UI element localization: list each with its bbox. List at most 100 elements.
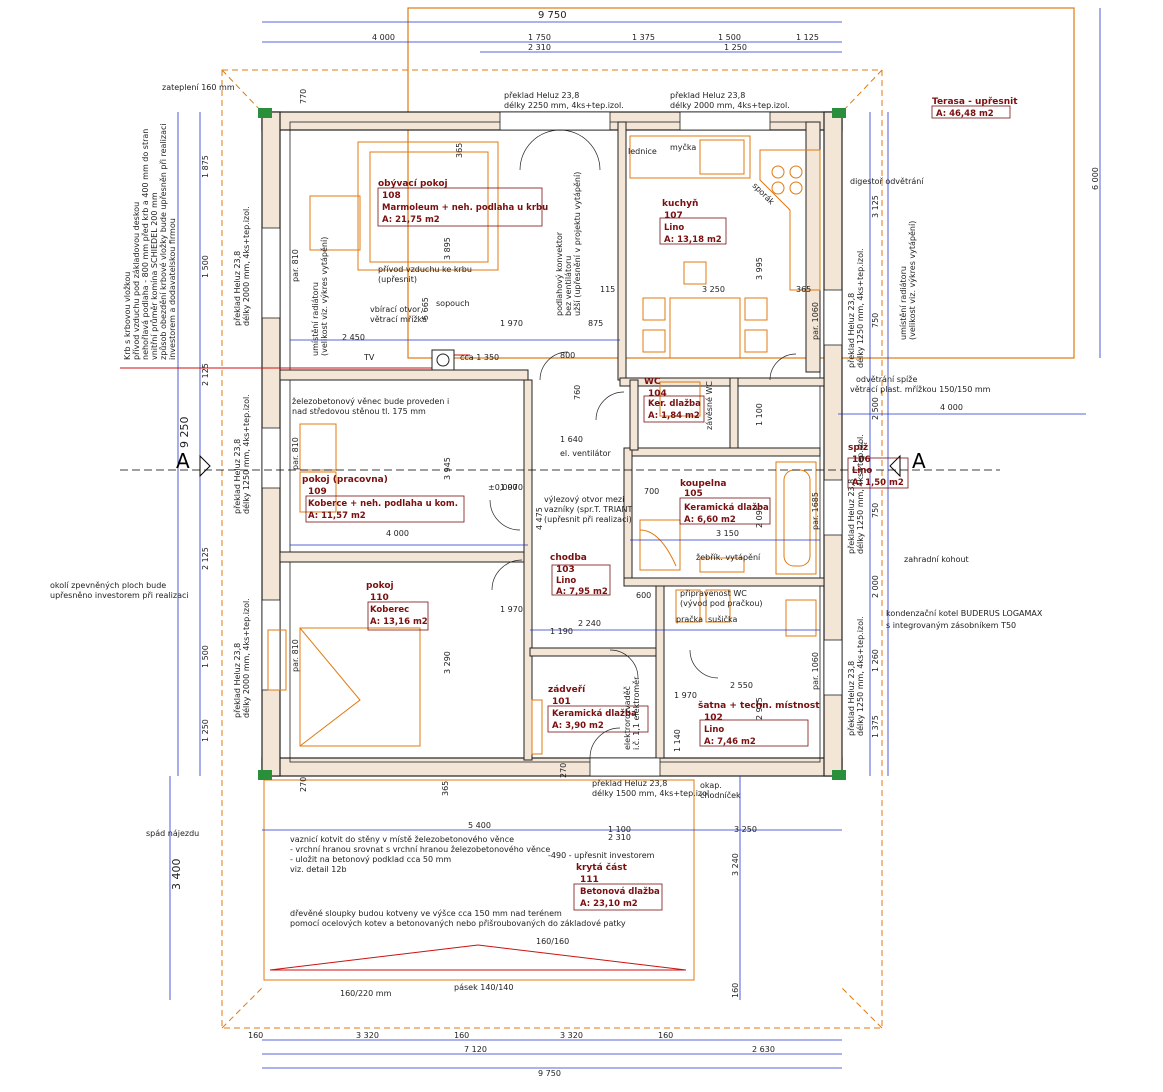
svg-text:vnitřní průměr komína SCHIEDEL: vnitřní průměr komína SCHIEDEL 200 mm — [149, 192, 159, 360]
svg-text:s integrovaným zásobníkem T50: s integrovaným zásobníkem T50 — [886, 621, 1016, 630]
svg-text:par. 1060: par. 1060 — [811, 652, 820, 690]
svg-text:zateplení 160 mm: zateplení 160 mm — [162, 83, 235, 92]
terrace-label: Terasa - upřesnit A: 46,48 m2 — [932, 97, 1018, 119]
svg-text:větrací mřížka: větrací mřížka — [370, 315, 427, 324]
dim-porch-right-0: 3 250 — [734, 825, 757, 834]
svg-text:přívod vzduchu ke krbu: přívod vzduchu ke krbu — [378, 265, 472, 274]
svg-text:1 260: 1 260 — [871, 649, 880, 672]
svg-text:A: 1,50 m2: A: 1,50 m2 — [852, 478, 904, 488]
svg-text:nehořlavá podlaha - 800 mm pře: nehořlavá podlaha - 800 mm před krb a 40… — [141, 129, 150, 360]
dim-porch-sub-0: 1 100 — [608, 825, 631, 834]
svg-text:překlad Heluz 23,8: překlad Heluz 23,8 — [670, 91, 745, 100]
svg-text:sopouch: sopouch — [436, 299, 470, 308]
door-swings — [489, 129, 797, 759]
svg-text:365: 365 — [796, 285, 811, 294]
svg-text:109: 109 — [308, 487, 327, 497]
svg-text:160/160: 160/160 — [536, 937, 569, 946]
svg-text:digestoř odvětrání: digestoř odvětrání — [850, 177, 924, 186]
roof-outline — [221, 69, 883, 1029]
svg-text:okap.: okap. — [700, 781, 722, 790]
svg-text:1 970: 1 970 — [500, 319, 523, 328]
svg-text:chodba: chodba — [550, 553, 587, 563]
svg-text:nad středovou stěnou tl. 175 m: nad středovou stěnou tl. 175 mm — [292, 407, 426, 416]
svg-text:(upřesnit): (upřesnit) — [378, 275, 417, 284]
svg-text:překlad Heluz 23,8: překlad Heluz 23,8 — [233, 439, 242, 514]
svg-text:3 250: 3 250 — [702, 285, 725, 294]
room-106: spíž 106 Lino A: 1,50 m2 — [848, 443, 904, 488]
svg-text:Lino: Lino — [556, 576, 576, 586]
svg-text:111: 111 — [580, 875, 599, 885]
room-101: zádveří 101 Keramická dlažba A: 3,90 m2 — [548, 685, 637, 731]
svg-text:1 250: 1 250 — [201, 719, 210, 742]
svg-text:bez ventilátoru: bez ventilátoru — [564, 256, 573, 316]
svg-text:115: 115 — [600, 285, 615, 294]
svg-text:lednice: lednice — [628, 147, 657, 156]
svg-text:par. 810: par. 810 — [291, 639, 300, 672]
svg-text:překlad Heluz 23,8: překlad Heluz 23,8 — [592, 779, 667, 788]
svg-text:3 995: 3 995 — [755, 257, 764, 280]
section-mark-left: A — [176, 449, 190, 473]
svg-text:sporák: sporák — [751, 181, 777, 207]
svg-text:Lino: Lino — [852, 466, 872, 476]
svg-text:zahradní kohout: zahradní kohout — [904, 555, 969, 564]
svg-text:(velikost viz. výkres vytápění: (velikost viz. výkres vytápění) — [908, 221, 917, 340]
svg-text:šatna + techn. místnost: šatna + techn. místnost — [698, 700, 820, 711]
dim-top-2: 1 375 — [632, 33, 655, 42]
svg-text:3 400: 3 400 — [170, 859, 183, 891]
notes: zateplení 160 mm Krb s krbovou vložkou p… — [50, 83, 1043, 998]
svg-text:(vývod pod pračkou): (vývod pod pračkou) — [680, 598, 763, 608]
svg-text:800: 800 — [560, 351, 575, 360]
dim-bot-1: 3 320 — [356, 1031, 379, 1040]
svg-text:Ker. dlažba: Ker. dlažba — [648, 399, 701, 409]
svg-text:1 970: 1 970 — [500, 483, 523, 492]
terrace-outline — [407, 7, 1075, 359]
svg-text:pokoj (pracovna): pokoj (pracovna) — [302, 475, 388, 485]
svg-text:2 095: 2 095 — [755, 505, 764, 528]
svg-text:chodníček: chodníček — [700, 790, 741, 800]
svg-text:(upřesnit při realizaci): (upřesnit při realizaci) — [544, 515, 632, 524]
room-103: chodba 103 Lino A: 7,95 m2 — [550, 553, 608, 597]
svg-text:1 500: 1 500 — [201, 255, 210, 278]
fireplace-note: Krb s krbovou vložkou přívod vzduchu pod… — [123, 123, 177, 360]
svg-text:podlahový konvektor: podlahový konvektor — [555, 231, 564, 316]
svg-text:A: 13,18 m2: A: 13,18 m2 — [664, 235, 722, 245]
svg-text:délky 1250 mm, 4ks+tep.izol.: délky 1250 mm, 4ks+tep.izol. — [241, 394, 251, 514]
dim-bot-2: 160 — [454, 1031, 469, 1040]
svg-text:9 250: 9 250 — [178, 417, 191, 449]
dim-bot-total: 9 750 — [538, 1069, 561, 1078]
dim-bot-3: 3 320 — [560, 1031, 583, 1040]
svg-text:700: 700 — [644, 487, 659, 496]
svg-text:600: 600 — [636, 591, 651, 600]
svg-text:±0,000: ±0,000 — [488, 483, 518, 492]
svg-text:překlad Heluz 23,8: překlad Heluz 23,8 — [233, 251, 242, 326]
svg-text:A: 23,10 m2: A: 23,10 m2 — [580, 899, 638, 909]
room-111: krytá část 111 Betonová dlažba A: 23,10 … — [576, 862, 660, 909]
svg-text:koupelna: koupelna — [680, 479, 726, 489]
svg-text:myčka: myčka — [670, 142, 696, 152]
svg-text:2 125: 2 125 — [201, 547, 210, 570]
room-102: šatna + techn. místnost 102 Lino A: 7,46… — [698, 700, 820, 747]
svg-text:vbírací otvor,: vbírací otvor, — [370, 305, 423, 314]
dim-top-0: 4 000 — [372, 33, 395, 42]
svg-text:viz. detail 12b: viz. detail 12b — [290, 865, 347, 874]
svg-text:délky 2250 mm, 4ks+tep.izol.: délky 2250 mm, 4ks+tep.izol. — [504, 100, 624, 110]
windows — [261, 111, 843, 777]
svg-text:(velikost viz. výkres vytápění: (velikost viz. výkres vytápění) — [320, 237, 329, 356]
svg-text:TV: TV — [363, 353, 375, 362]
svg-text:750: 750 — [871, 313, 880, 328]
svg-text:A: 7,46 m2: A: 7,46 m2 — [704, 737, 756, 747]
room-104: WC 104 Ker. dlažba A: 1,84 m2 — [644, 377, 701, 421]
right-dims: 3 125 750 2 500 750 2 000 1 260 1 375 6 … — [871, 167, 1100, 738]
svg-text:- uložit na betonový podklad c: - uložit na betonový podklad cca 50 mm — [290, 855, 451, 864]
interior-walls — [279, 121, 825, 761]
svg-text:sušička: sušička — [708, 614, 738, 624]
svg-text:A: 3,90 m2: A: 3,90 m2 — [552, 721, 604, 731]
svg-text:3 895: 3 895 — [443, 237, 452, 260]
svg-text:vazníky (spr.T. TRIANT: vazníky (spr.T. TRIANT — [544, 505, 633, 514]
svg-text:Koberec: Koberec — [370, 605, 409, 615]
svg-text:1 100: 1 100 — [755, 403, 764, 426]
svg-text:Terasa - upřesnit: Terasa - upřesnit — [932, 97, 1018, 107]
dim-top-4: 1 125 — [796, 33, 819, 42]
svg-text:104: 104 — [648, 389, 667, 399]
